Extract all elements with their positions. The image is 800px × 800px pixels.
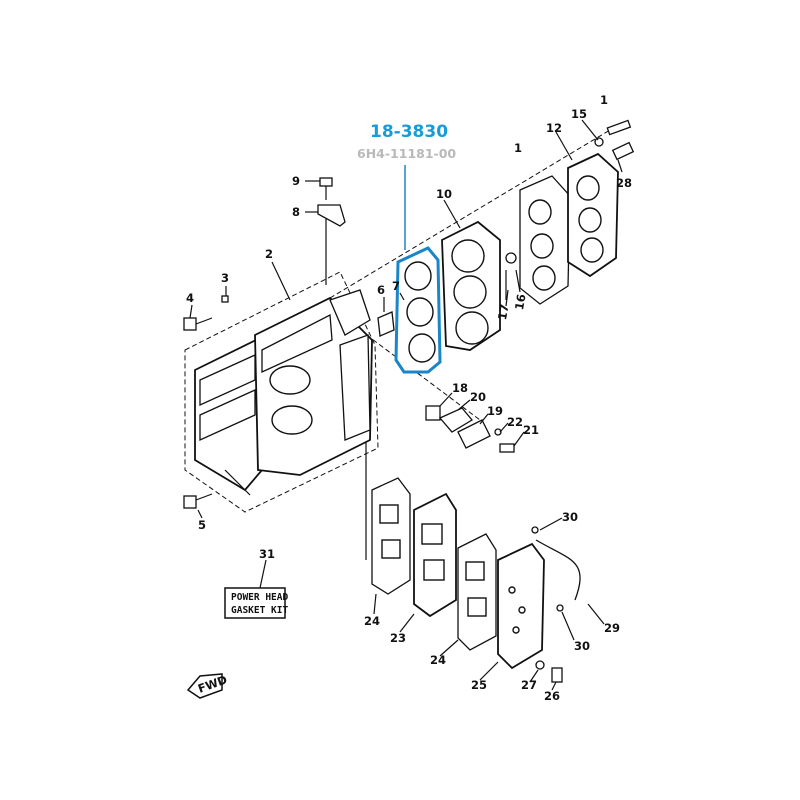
gasket-20 — [438, 407, 473, 433]
plug-17 — [505, 252, 517, 300]
label-part-9: 9 — [292, 174, 300, 188]
clip-30a — [531, 526, 539, 534]
label-part-12: 12 — [546, 121, 562, 135]
bolt-4 — [183, 317, 213, 331]
label-part-1: 1 — [514, 141, 522, 155]
label-part-17: 17 — [495, 303, 512, 321]
cylinder-head-gasket-7 — [394, 246, 442, 374]
label-part-22: 22 — [507, 415, 523, 429]
label-part-7: 7 — [392, 279, 400, 293]
label-part-10: 10 — [436, 187, 452, 201]
label-part-23: 23 — [390, 631, 406, 645]
label-part-15: 15 — [571, 107, 587, 121]
bolt-9 — [319, 177, 333, 200]
label-part-18: 18 — [452, 381, 468, 395]
assembly-axis-line-lower — [359, 329, 481, 421]
assembly-axis-line — [329, 129, 611, 299]
label-part-4: 4 — [186, 291, 194, 305]
label-part-6: 6 — [377, 283, 385, 297]
label-part-19: 19 — [487, 404, 503, 418]
label-part-1b: 1 — [600, 93, 608, 107]
label-part-27: 27 — [521, 678, 537, 692]
leader-lines — [189, 119, 623, 691]
callout-part-number: 18-3830 — [370, 122, 448, 142]
label-part-8: 8 — [292, 205, 300, 219]
label-part-3: 3 — [221, 271, 229, 285]
cylinder-head-10 — [441, 220, 501, 351]
gasket-kit-box: POWER HEAD GASKET KIT — [224, 587, 288, 619]
exhaust-plate-23 — [413, 492, 457, 618]
washer-27 — [535, 660, 545, 670]
label-part-26: 26 — [544, 689, 560, 703]
cover-19 — [457, 419, 491, 449]
bolt-15 — [594, 119, 632, 147]
label-part-20: 20 — [470, 390, 486, 404]
label-part-30a: 30 — [562, 510, 578, 524]
bolt-26 — [551, 667, 563, 683]
hose-29 — [535, 539, 581, 601]
head-cover-gasket-1 — [519, 175, 571, 305]
label-part-16: 16 — [512, 293, 529, 311]
label-part-24a: 24 — [364, 614, 380, 628]
exhaust-cover-25 — [497, 542, 545, 670]
label-part-25: 25 — [471, 678, 487, 692]
label-part-29: 29 — [604, 621, 620, 635]
callout-oem-number: 6H4-11181-00 — [357, 146, 456, 161]
kit-label-line2: GASKET KIT — [231, 605, 288, 616]
label-part-5: 5 — [198, 518, 206, 532]
label-part-2: 2 — [265, 247, 273, 261]
exhaust-gasket-24a — [371, 477, 411, 595]
bracket-6 — [377, 311, 395, 337]
label-part-24b: 24 — [430, 653, 446, 667]
clip-30b — [556, 604, 564, 612]
crankcase-block — [184, 271, 379, 513]
label-part-30b: 30 — [574, 639, 590, 653]
pin-3 — [221, 295, 229, 303]
bolt-5 — [183, 493, 213, 509]
kit-label-line1: POWER HEAD — [231, 592, 288, 603]
fwd-arrow: FWD — [186, 672, 229, 699]
label-part-31: 31 — [259, 547, 275, 561]
part-labels: 2 3 4 5 9 8 6 7 10 1 12 15 1 28 17 16 18… — [186, 93, 632, 703]
label-part-21: 21 — [523, 423, 539, 437]
sender-28 — [611, 141, 635, 161]
bolt-21 — [499, 443, 515, 453]
head-cover-12 — [567, 152, 619, 278]
label-part-28: 28 — [616, 176, 632, 190]
bracket-8 — [317, 204, 346, 285]
plug-18 — [425, 405, 441, 421]
washer-22 — [494, 428, 502, 436]
exhaust-gasket-24b — [457, 533, 497, 651]
